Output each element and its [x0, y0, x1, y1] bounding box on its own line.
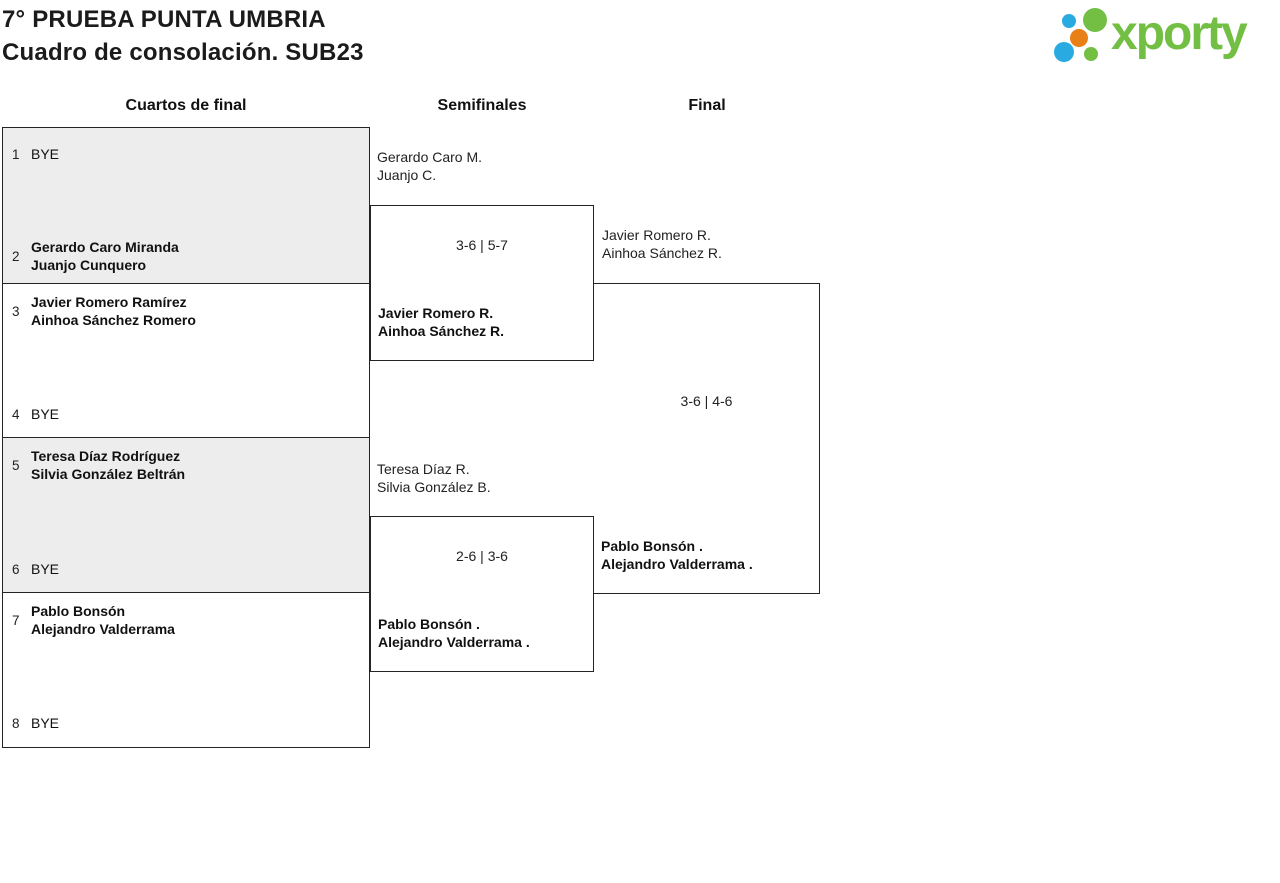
- team-name: BYE: [31, 146, 60, 162]
- participant-row: 1 BYE: [3, 145, 59, 163]
- participant-row: 7 Pablo Bonsón Alejandro Valderrama: [3, 602, 175, 638]
- tournament-name: 7° PRUEBA PUNTA UMBRIA: [2, 6, 326, 33]
- round-header-quarterfinals: Cuartos de final: [125, 97, 247, 114]
- match-semifinal-2[interactable]: 2-6 | 3-6 Pablo Bonsón . Alejandro Valde…: [370, 516, 594, 672]
- semifinal-2-top-team: Teresa Díaz R. Silvia González B.: [377, 461, 491, 495]
- match-quarterfinal-1[interactable]: 1 BYE 2 Gerardo Caro Miranda Juanjo Cunq…: [3, 128, 369, 283]
- match-quarterfinal-4[interactable]: 7 Pablo Bonsón Alejandro Valderrama 8 BY…: [3, 592, 369, 746]
- participant-row: 2 Gerardo Caro Miranda Juanjo Cunquero: [3, 238, 179, 274]
- seed-number: 4: [12, 406, 20, 422]
- match-quarterfinal-2[interactable]: 3 Javier Romero Ramírez Ainhoa Sánchez R…: [3, 283, 369, 437]
- round-header-semifinals: Semifinales: [437, 97, 527, 114]
- round-header-final: Final: [688, 97, 726, 114]
- seed-number: 5: [12, 457, 20, 473]
- match-score: 3-6 | 5-7: [456, 237, 508, 253]
- seed-number: 1: [12, 146, 20, 162]
- match-quarterfinal-3[interactable]: 5 Teresa Díaz Rodríguez Silvia González …: [3, 437, 369, 592]
- participant-row: 3 Javier Romero Ramírez Ainhoa Sánchez R…: [3, 293, 196, 329]
- logo-dot-blue-small-icon: [1062, 14, 1076, 28]
- xporty-logo[interactable]: xporty: [1050, 4, 1278, 76]
- seed-number: 6: [12, 561, 20, 577]
- page-title: 7° PRUEBA PUNTA UMBRIA Cuadro de consola…: [2, 3, 364, 69]
- logo-dot-green-small-icon: [1084, 47, 1098, 61]
- seed-number: 2: [12, 248, 20, 264]
- match-score: 3-6 | 4-6: [680, 393, 733, 409]
- seed-number: 7: [12, 612, 20, 628]
- team-name: Teresa Díaz Rodríguez Silvia González Be…: [31, 448, 186, 482]
- seed-number: 8: [12, 715, 20, 731]
- quarterfinals-column: 1 BYE 2 Gerardo Caro Miranda Juanjo Cunq…: [2, 127, 370, 748]
- logo-dot-green-large-icon: [1083, 8, 1107, 32]
- seed-number: 3: [12, 303, 20, 319]
- participant-row: 4 BYE: [3, 405, 59, 423]
- logo-wordmark: xporty: [1111, 7, 1248, 60]
- winner-team: Javier Romero R. Ainhoa Sánchez R.: [378, 305, 505, 339]
- team-name: Javier Romero Ramírez Ainhoa Sánchez Rom…: [31, 294, 196, 328]
- final-top-team: Javier Romero R. Ainhoa Sánchez R.: [602, 227, 722, 261]
- team-name: BYE: [31, 406, 60, 422]
- winner-team: Pablo Bonsón . Alejandro Valderrama .: [378, 616, 530, 650]
- logo-dot-blue-large-icon: [1054, 42, 1074, 62]
- semifinal-1-top-team: Gerardo Caro M. Juanjo C.: [377, 149, 483, 183]
- participant-row: 6 BYE: [3, 560, 59, 578]
- match-score: 2-6 | 3-6: [456, 548, 508, 564]
- logo-dot-orange-icon: [1070, 29, 1088, 47]
- participant-row: 8 BYE: [3, 714, 59, 732]
- team-name: BYE: [31, 715, 60, 731]
- participant-row: 5 Teresa Díaz Rodríguez Silvia González …: [3, 447, 185, 483]
- draw-subtitle: Cuadro de consolación. SUB23: [2, 39, 364, 66]
- match-final[interactable]: 3-6 | 4-6 Pablo Bonsón . Alejandro Valde…: [594, 283, 820, 594]
- winner-team: Pablo Bonsón . Alejandro Valderrama .: [601, 538, 753, 572]
- team-name: Pablo Bonsón Alejandro Valderrama: [31, 603, 175, 637]
- team-name: Gerardo Caro Miranda Juanjo Cunquero: [31, 239, 179, 273]
- team-name: BYE: [31, 561, 60, 577]
- match-semifinal-1[interactable]: 3-6 | 5-7 Javier Romero R. Ainhoa Sánche…: [370, 205, 594, 361]
